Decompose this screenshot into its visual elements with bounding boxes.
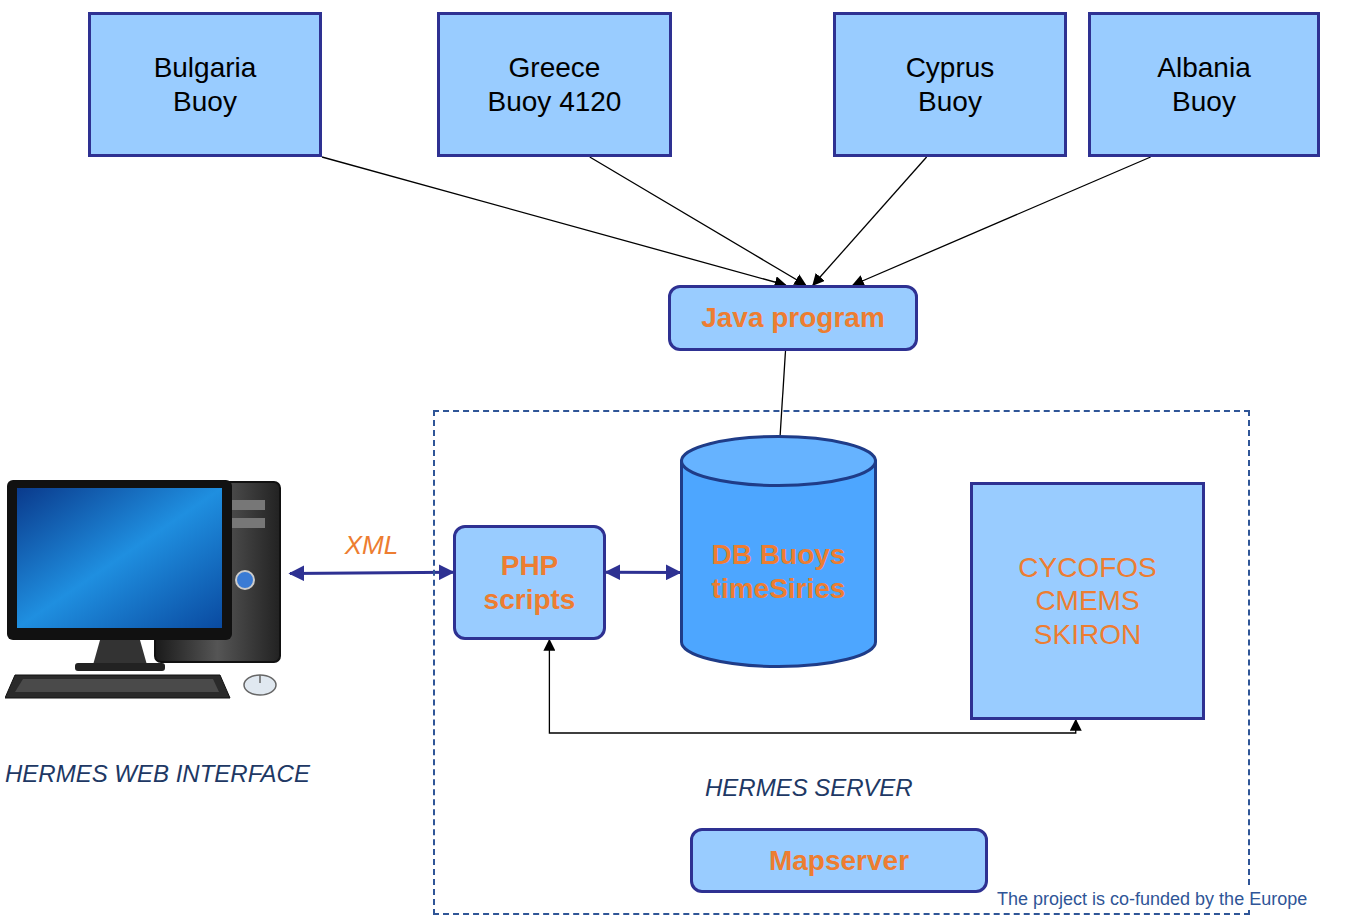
connector-arrow — [606, 571, 680, 574]
node-text: DB Buoys timeSiries — [712, 538, 846, 605]
connector-label: XML — [342, 530, 401, 561]
process-box: PHP scripts — [453, 525, 606, 640]
buoy-box: Greece Buoy 4120 — [437, 12, 672, 157]
node-text: Cyprus Buoy — [906, 51, 995, 118]
cylinder-body — [682, 461, 876, 666]
database-cylinder: DB Buoys timeSiries — [680, 435, 877, 668]
buoy-box: Albania Buoy — [1088, 12, 1320, 157]
node-text: CYCOFOS CMEMS SKIRON — [1018, 551, 1156, 652]
connector-arrow — [290, 572, 453, 573]
connector-arrow — [322, 157, 786, 285]
footer-note: The project is co-funded by the Europe — [995, 889, 1309, 910]
node-text: Bulgaria Buoy — [154, 51, 257, 118]
node-text: HERMES WEB INTERFACE — [5, 760, 310, 789]
computer-illustration — [5, 470, 290, 705]
buoy-box: Cyprus Buoy — [833, 12, 1067, 157]
node-text: Albania Buoy — [1157, 51, 1250, 118]
node-text: Greece Buoy 4120 — [480, 51, 630, 118]
process-box: Java program — [668, 285, 918, 351]
connector-arrow — [853, 157, 1151, 285]
buoy-box: Bulgaria Buoy — [88, 12, 322, 157]
client-computer: HERMES WEB INTERFACE — [5, 470, 290, 705]
source-box: CYCOFOS CMEMS SKIRON — [970, 482, 1205, 720]
node-text: Mapserver — [769, 844, 909, 878]
node-text: PHP scripts — [484, 549, 576, 616]
connector-arrow — [813, 157, 927, 285]
connector-arrow — [590, 157, 806, 285]
cylinder-top — [682, 437, 876, 486]
server-region: HERMES SERVER PHP scripts DB Buoys timeSir… — [433, 410, 1250, 915]
node-text: Java program — [701, 301, 885, 335]
node-text: HERMES SERVER — [705, 774, 913, 803]
process-box: Mapserver — [690, 828, 988, 893]
